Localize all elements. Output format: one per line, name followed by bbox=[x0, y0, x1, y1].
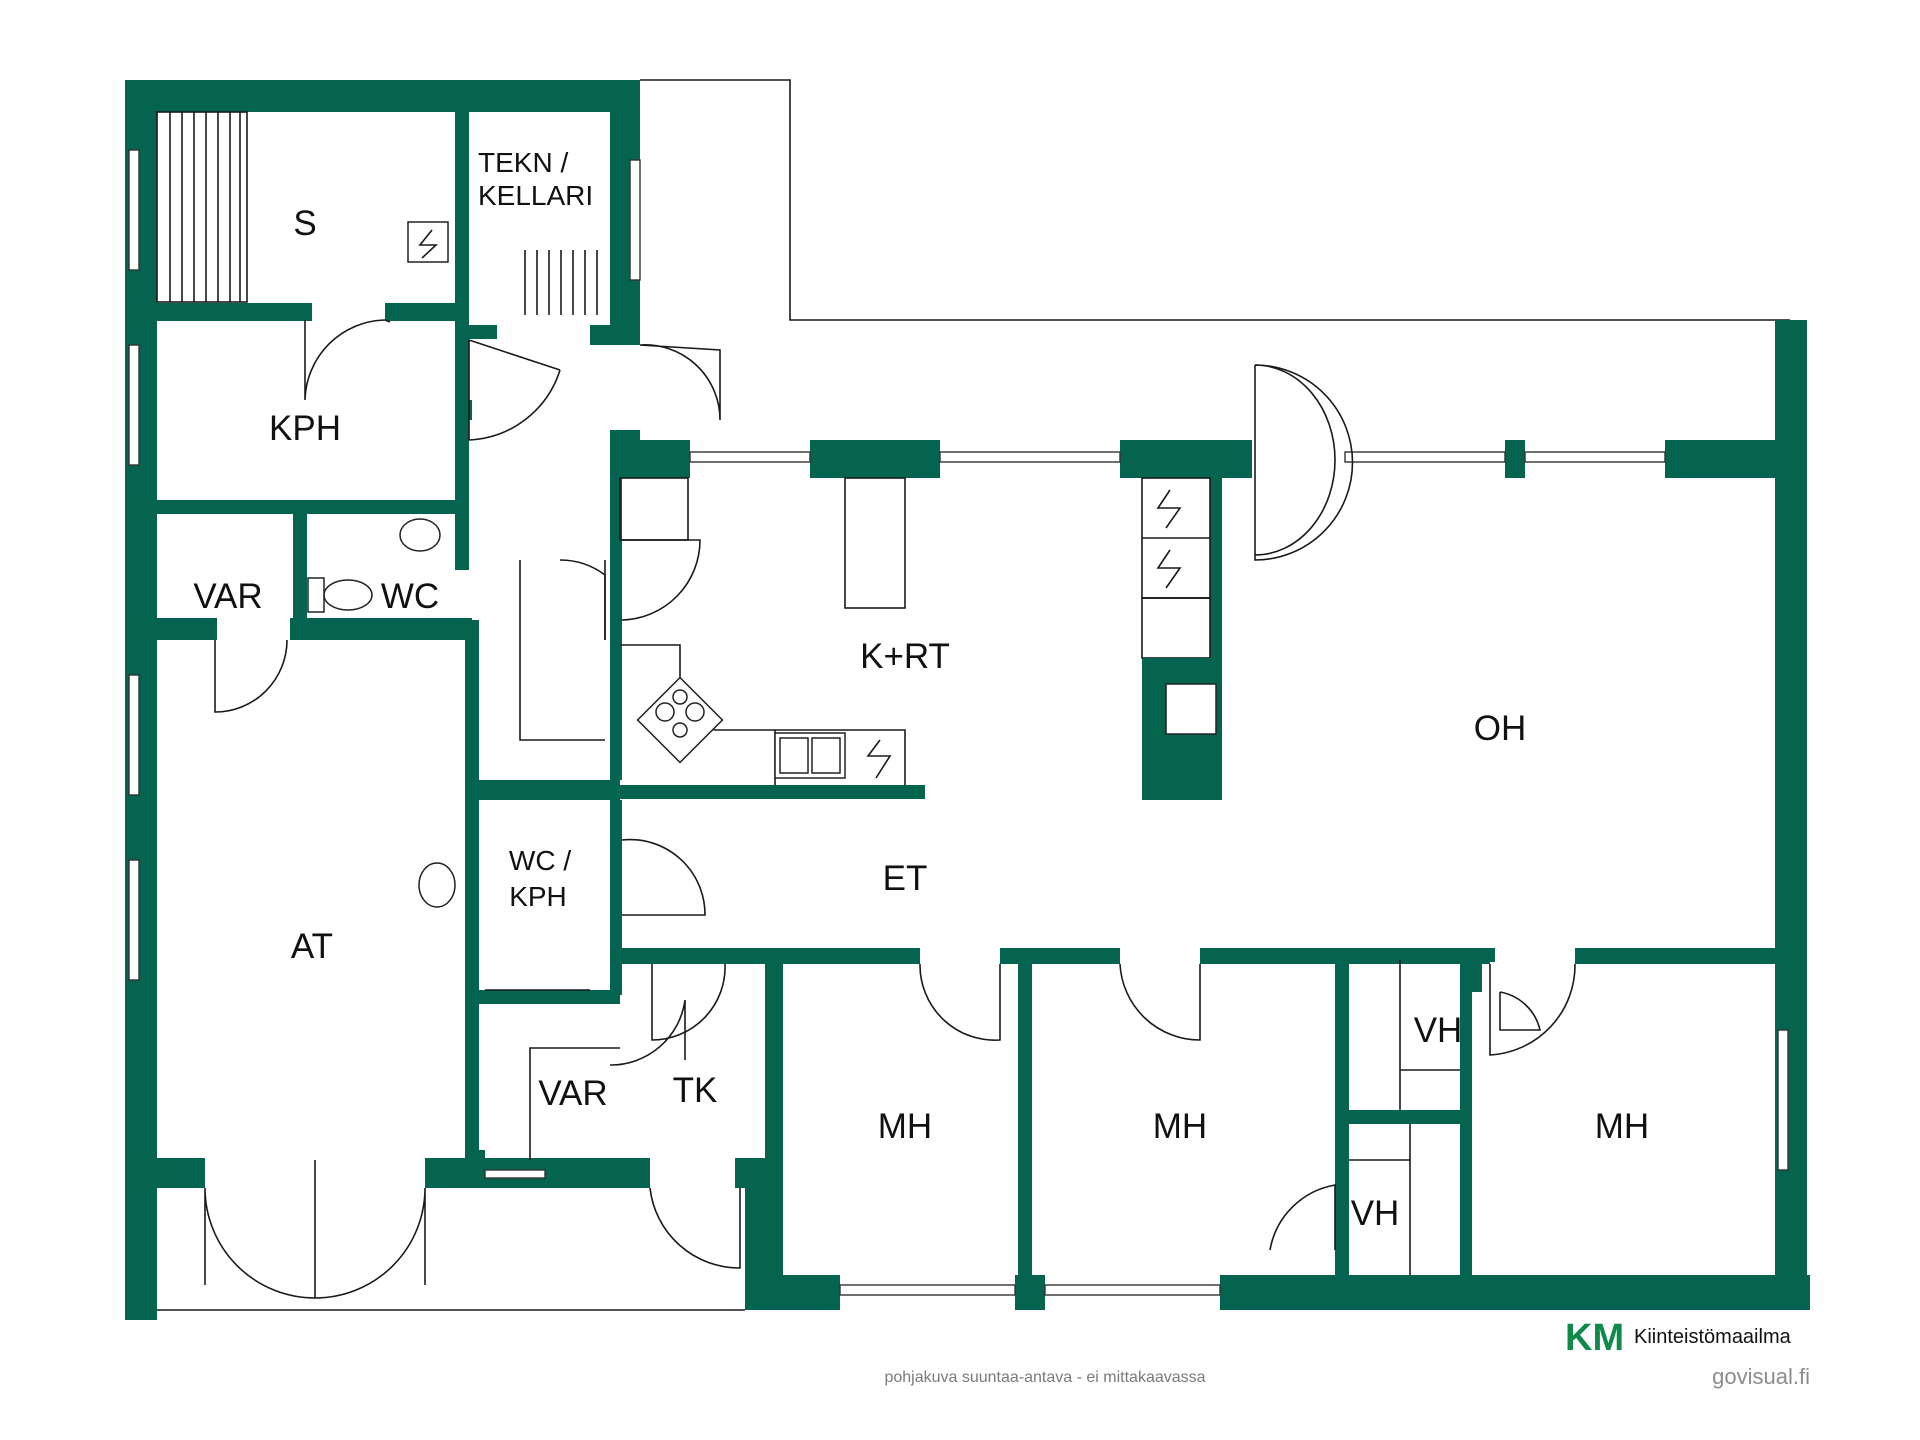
electric-panel-icon bbox=[866, 489, 1182, 779]
room-label-var-top: VAR bbox=[193, 577, 262, 616]
room-label-at: AT bbox=[291, 927, 333, 966]
room-label-s: S bbox=[293, 204, 316, 243]
brand-name: Kiinteistömaailma bbox=[1634, 1326, 1792, 1348]
windows bbox=[128, 149, 1789, 1296]
electric-panel-icon bbox=[407, 221, 449, 263]
room-label-mh-1: MH bbox=[878, 1107, 932, 1146]
disclaimer-note: pohjakuva suuntaa-antava - ei mittakaava… bbox=[884, 1369, 1205, 1386]
room-label-var-bottom: VAR bbox=[538, 1074, 607, 1113]
room-label-mh-2: MH bbox=[1153, 1107, 1207, 1146]
brand-logo: KM bbox=[1565, 1317, 1624, 1359]
room-label-tk: TK bbox=[673, 1071, 718, 1110]
room-label-tekn: TEKN / bbox=[478, 147, 568, 178]
room-label-vh-top: VH bbox=[1414, 1011, 1463, 1050]
room-label-et: ET bbox=[883, 859, 928, 898]
stove-icon bbox=[636, 676, 724, 764]
room-label-mh-3: MH bbox=[1595, 1107, 1649, 1146]
room-labels: S TEKN / KELLARI KPH VAR WC K+RT OH WC /… bbox=[193, 147, 1649, 1233]
room-label-krt: K+RT bbox=[860, 637, 950, 676]
tech-room-slats bbox=[524, 250, 598, 315]
footer: pohjakuva suuntaa-antava - ei mittakaava… bbox=[884, 1317, 1810, 1389]
room-label-wc-kph-2: KPH bbox=[509, 881, 567, 912]
walls bbox=[125, 80, 1810, 1320]
room-label-wc-kph-1: WC / bbox=[509, 845, 571, 876]
washbasin-icon bbox=[399, 518, 456, 908]
room-label-wc: WC bbox=[381, 577, 439, 616]
fireplace-icon bbox=[1142, 658, 1222, 748]
sink-icon bbox=[774, 732, 846, 779]
terrace-outline bbox=[640, 79, 1790, 321]
door-swings bbox=[157, 319, 1576, 1311]
room-label-vh-bottom: VH bbox=[1351, 1194, 1400, 1233]
sauna-bench bbox=[156, 111, 248, 303]
room-label-kph: KPH bbox=[269, 409, 341, 448]
credit-text: govisual.fi bbox=[1712, 1364, 1810, 1389]
toilet-icon bbox=[307, 577, 373, 613]
room-label-kellari: KELLARI bbox=[478, 180, 593, 211]
room-label-oh: OH bbox=[1474, 709, 1527, 748]
